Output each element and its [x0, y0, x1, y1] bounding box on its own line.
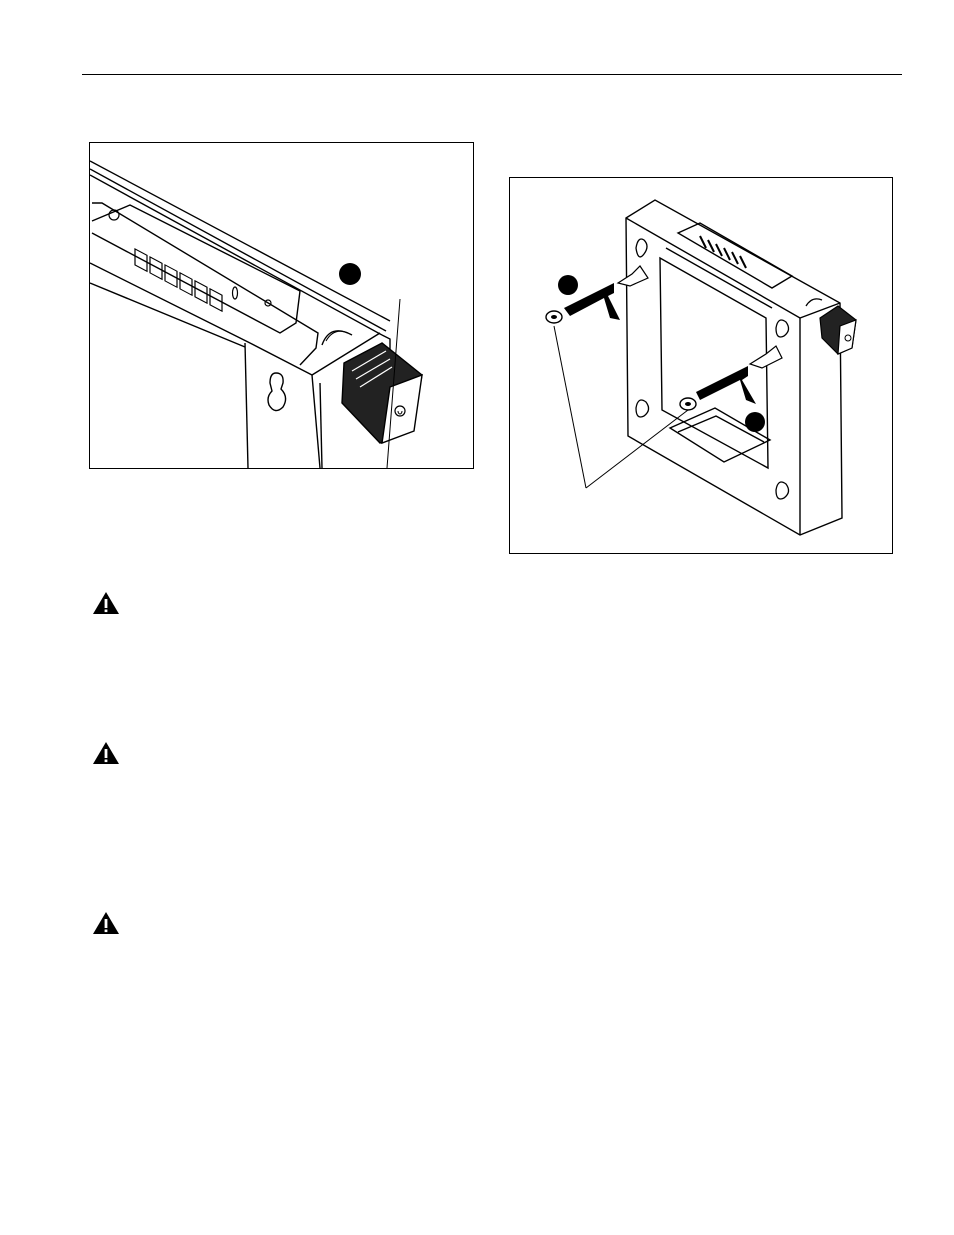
keyhole-slot-icon [636, 239, 647, 257]
callout-dot-icon [745, 412, 765, 432]
knob-icon [342, 343, 422, 443]
knob-icon [820, 306, 856, 354]
arrow-icon [564, 266, 782, 404]
keyhole-slot-icon [268, 373, 286, 411]
warning-triangle-icon [91, 910, 121, 936]
screw-icon [546, 311, 696, 410]
figure-2 [509, 177, 893, 554]
callout-dot-icon [339, 263, 361, 285]
figure-1 [89, 142, 474, 469]
figure-2-illustration [510, 178, 892, 553]
figure-1-illustration [90, 143, 473, 468]
callout-dot-icon [558, 275, 578, 295]
warning-triangle-icon [91, 590, 121, 616]
warning-triangle-icon [91, 740, 121, 766]
header-rule [82, 74, 902, 75]
